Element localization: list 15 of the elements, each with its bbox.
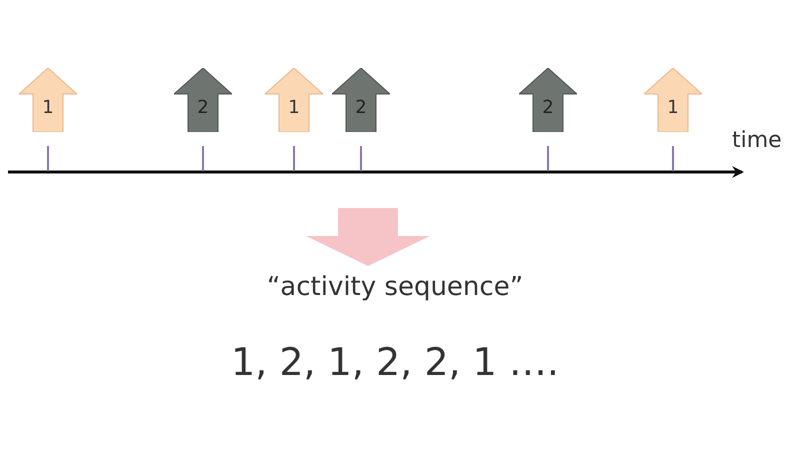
event-number: 2	[542, 98, 554, 118]
event-marker	[265, 68, 323, 132]
event-marker	[174, 68, 232, 132]
event-number: 2	[355, 98, 367, 118]
event-number: 2	[197, 98, 209, 118]
quoted-caption: “activity sequence”	[266, 272, 524, 302]
axis-label: time	[732, 128, 782, 153]
event-marker	[519, 68, 577, 132]
event-number: 1	[667, 98, 679, 118]
event-marker	[644, 68, 702, 132]
event-marker	[332, 68, 390, 132]
event-number: 1	[42, 98, 54, 118]
event-marker	[19, 68, 77, 132]
event-number: 1	[288, 98, 300, 118]
sequence-text: 1, 2, 1, 2, 2, 1 ….	[231, 340, 559, 384]
